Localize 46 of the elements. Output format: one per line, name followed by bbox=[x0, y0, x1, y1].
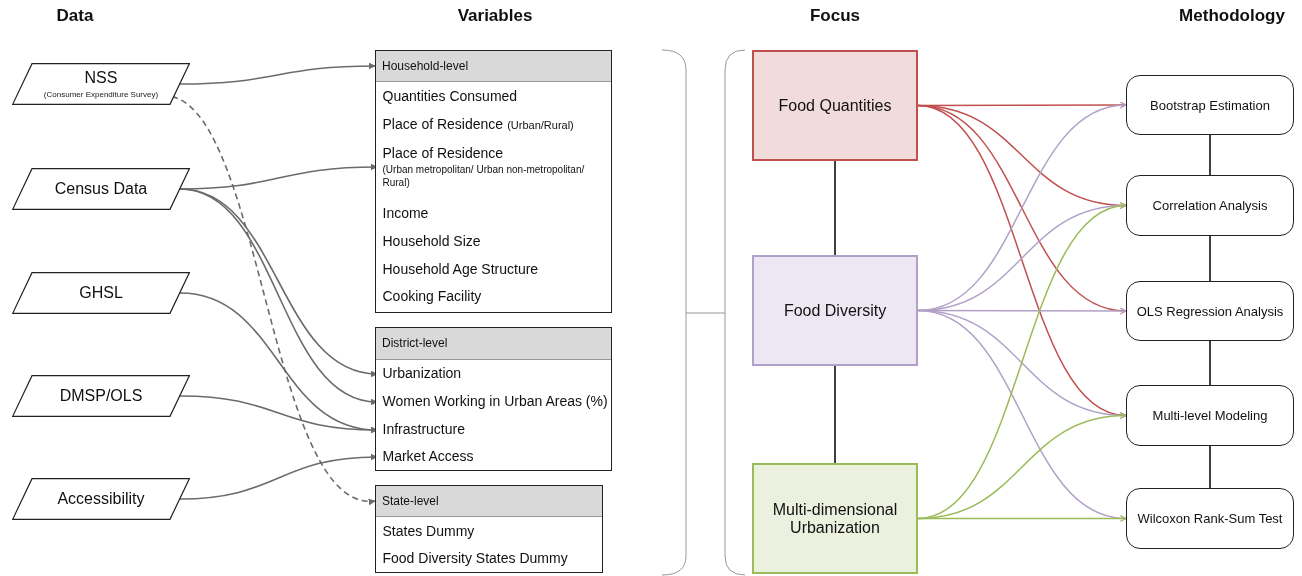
variable-panel bbox=[375, 485, 603, 573]
source-label: Census Data bbox=[54, 180, 148, 198]
source-label: NSS bbox=[84, 69, 118, 87]
variable-label: Cooking Facility bbox=[374, 283, 612, 310]
source-label: Accessibility bbox=[57, 490, 145, 508]
source-note: (Consumer Expenditure Survey) bbox=[43, 90, 159, 99]
variable-label: Household Age Structure bbox=[374, 256, 612, 283]
variable-note: (Urban metropolitan/ Urban non-metropolitan/ Rural) bbox=[382, 162, 586, 189]
variable-label: Infrastructure bbox=[374, 416, 612, 443]
focus-box: Multi-dimensional Urbanization bbox=[752, 463, 918, 574]
variable-panel bbox=[375, 50, 612, 313]
focus-box: Food Quantities bbox=[752, 50, 918, 161]
variable-label: Quantities Consumed bbox=[374, 83, 612, 110]
connector-line bbox=[834, 160, 836, 256]
column-heading: Methodology bbox=[1179, 6, 1285, 26]
variable-label: Women Working in Urban Areas (%) bbox=[374, 388, 612, 415]
panel-header: District-level bbox=[376, 328, 611, 360]
column-heading: Data bbox=[56, 6, 94, 26]
variable-label: Urbanization bbox=[374, 360, 612, 387]
column-heading: Variables bbox=[457, 6, 533, 26]
method-box: OLS Regression Analysis bbox=[1126, 281, 1294, 341]
variable-label: States Dummy bbox=[374, 518, 603, 545]
panel-header: State-level bbox=[376, 486, 602, 517]
variable-label: Place of Residence bbox=[382, 144, 504, 161]
variable-panel bbox=[375, 327, 612, 471]
method-box: Wilcoxon Rank-Sum Test bbox=[1126, 488, 1294, 549]
variable-label: Income bbox=[374, 200, 612, 227]
variable-label: Household Size bbox=[374, 228, 612, 255]
focus-box: Food Diversity bbox=[752, 255, 918, 366]
connector-line bbox=[1209, 134, 1211, 176]
source-label: GHSL bbox=[79, 284, 123, 302]
connector-line bbox=[1209, 235, 1211, 282]
column-heading: Focus bbox=[809, 6, 861, 26]
connector-line bbox=[834, 365, 836, 464]
source-label: DMSP/OLS bbox=[59, 387, 143, 405]
connector-line bbox=[1209, 445, 1211, 489]
arrow bbox=[917, 515, 1127, 522]
panel-header: Household-level bbox=[376, 51, 611, 82]
variable-label: Food Diversity States Dummy bbox=[374, 545, 603, 572]
method-box: Multi-level Modeling bbox=[1126, 385, 1294, 446]
variable-note: (Urban/Rural) bbox=[507, 117, 574, 132]
variable-label: Market Access bbox=[374, 443, 612, 470]
variable-label: Place of Residence bbox=[382, 115, 504, 132]
connector-line bbox=[1209, 340, 1211, 386]
method-box: Bootstrap Estimation bbox=[1126, 75, 1294, 135]
method-box: Correlation Analysis bbox=[1126, 175, 1294, 236]
